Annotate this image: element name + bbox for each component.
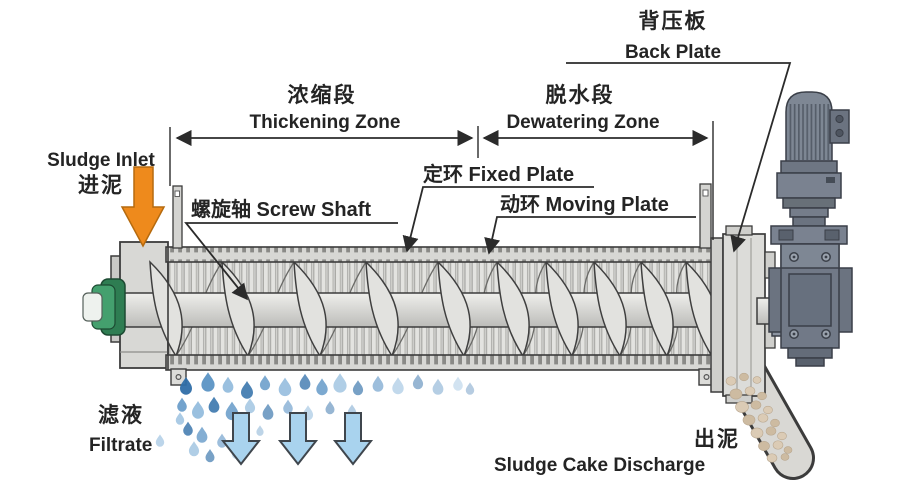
droplet-icon	[208, 396, 220, 413]
sludge-crumb	[725, 376, 737, 386]
sludge-crumb	[744, 386, 756, 396]
screw-shaft-label: 螺旋轴 Screw Shaft	[191, 197, 371, 221]
sludge-crumb	[765, 426, 777, 436]
discharge-label-en: Sludge Cake Discharge	[494, 455, 705, 476]
machine-body	[82, 91, 853, 480]
sludge-crumb	[757, 413, 769, 423]
dewatering-zone-label-en: Dewatering Zone	[506, 112, 659, 133]
filtrate-arrow-icon	[220, 412, 262, 466]
dewatering-zone-label-zh: 脱水段	[546, 83, 615, 107]
droplet-icon	[183, 421, 193, 436]
droplet-icon	[177, 397, 187, 412]
sludge-inlet-arrow	[120, 166, 166, 248]
annotations	[169, 62, 792, 301]
droplet-icon	[278, 377, 292, 397]
labels: 背压板 Back Plate 浓缩段 Thickening Zone 脱水段 D…	[47, 9, 740, 476]
droplet-icon	[201, 372, 215, 392]
thickening-zone-label-zh: 浓缩段	[288, 83, 357, 107]
fixed-plate-leader	[402, 186, 594, 253]
droplet-icon	[283, 399, 293, 414]
sludge-crumb	[750, 400, 762, 410]
sludge-crumb	[783, 446, 793, 454]
end-bearing	[82, 278, 126, 336]
droplet-icon	[259, 375, 271, 391]
motor-gearbox	[768, 91, 853, 367]
back-plate-label-zh: 背压板	[639, 9, 708, 33]
sludge-crumb	[739, 372, 749, 382]
sludge-inlet-label-en: Sludge Inlet	[47, 150, 155, 171]
sludge-crumb	[735, 401, 749, 413]
sludge-cake	[725, 372, 793, 463]
droplet-icon	[256, 425, 264, 436]
droplet-icon	[192, 401, 204, 419]
sludge-crumb	[770, 418, 780, 428]
sludge-crumb	[750, 427, 764, 439]
sludge-crumb	[772, 440, 784, 450]
sludge-crumb	[752, 376, 762, 384]
back-plate-leader	[566, 62, 792, 253]
droplet-icon	[155, 434, 165, 447]
sludge-crumb	[780, 453, 790, 461]
filtrate-label-zh: 滤液	[98, 403, 144, 427]
sludge-crumb	[777, 431, 787, 441]
droplet-icon	[205, 449, 215, 463]
discharge-label-zh: 出泥	[694, 428, 740, 451]
moving-plate-leader	[484, 216, 696, 255]
droplet-icon	[453, 376, 463, 391]
droplet-icon	[262, 403, 274, 420]
droplet-icon	[299, 373, 311, 390]
sludge-crumb	[729, 388, 743, 400]
droplet-icon	[196, 426, 208, 443]
filtrate-label-en: Filtrate	[89, 435, 152, 456]
sludge-crumb	[757, 391, 767, 401]
droplet-icon	[241, 381, 253, 399]
filtrate-arrow-icon	[332, 412, 374, 466]
droplet-icon	[222, 376, 234, 393]
droplet-icon	[392, 377, 404, 395]
sludge-crumb	[742, 414, 756, 426]
cage-frame	[165, 183, 719, 386]
support-post-left	[172, 185, 183, 249]
filtrate-arrows	[220, 412, 374, 466]
fixed-plate-label: 定环 Fixed Plate	[423, 162, 574, 186]
droplet-icon	[372, 375, 384, 392]
moving-plate-label: 动环 Moving Plate	[500, 193, 669, 216]
sludge-inlet-label-zh: 进泥	[78, 174, 124, 197]
droplet-icon	[316, 378, 328, 396]
filtrate-droplets	[155, 372, 475, 463]
thickening-zone-label-en: Thickening Zone	[250, 112, 401, 133]
sludge-crumb	[763, 405, 773, 415]
filtrate-arrow-icon	[277, 412, 319, 466]
droplet-icon	[244, 398, 256, 414]
sludge-crumb	[758, 441, 770, 451]
droplet-icon	[325, 401, 335, 415]
droplet-icon	[465, 382, 475, 395]
sludge-crumb	[766, 453, 778, 463]
back-plate-label-en: Back Plate	[625, 42, 721, 63]
droplet-icon	[352, 380, 364, 396]
droplet-icon	[175, 412, 185, 425]
droplet-icon	[432, 378, 444, 395]
droplet-icon	[412, 374, 424, 390]
droplet-icon	[333, 373, 347, 393]
support-post-right	[699, 183, 712, 249]
screw-shaft-leader	[184, 222, 398, 301]
droplet-icon	[188, 441, 200, 457]
